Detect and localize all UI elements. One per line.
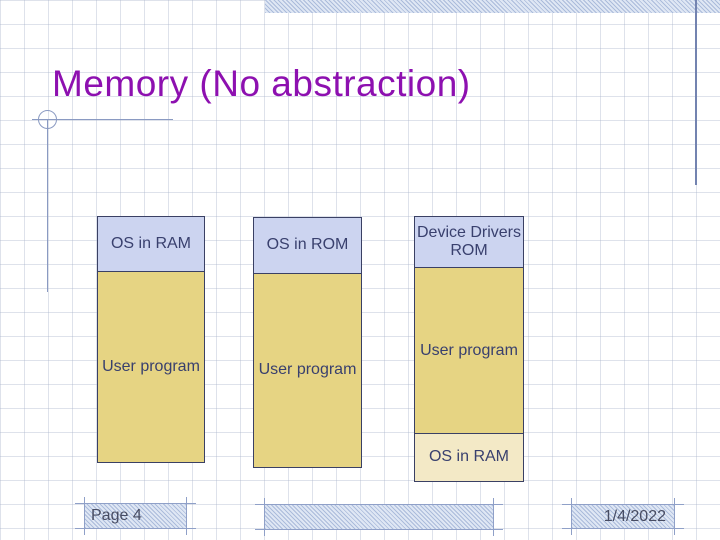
footer-middle-placeholder xyxy=(255,498,503,536)
corner-horizontal-line xyxy=(32,119,173,120)
memory-section-os: OS in ROM xyxy=(254,218,361,273)
corner-circle-icon xyxy=(38,110,57,129)
footer-date: 1/4/2022 xyxy=(562,498,684,535)
date-label: 1/4/2022 xyxy=(603,507,666,525)
footer-page-number: Page 4 xyxy=(75,497,196,535)
memory-section-os-in-ram: OS in RAM xyxy=(415,433,523,481)
top-accent-band xyxy=(265,0,720,13)
page-number-label: Page 4 xyxy=(91,507,142,524)
corner-vertical-line xyxy=(47,119,48,292)
memory-column-device-drivers: Device Drivers ROM User program OS in RA… xyxy=(414,216,524,482)
slide-title: Memory (No abstraction) xyxy=(52,63,471,104)
memory-section-user-program: User program xyxy=(415,267,523,433)
memory-section-os: OS in RAM xyxy=(98,217,204,271)
memory-column-os-in-rom: OS in ROM User program xyxy=(253,217,362,468)
memory-section-user-program: User program xyxy=(98,271,204,462)
right-accent-line xyxy=(695,0,697,185)
memory-section-device-drivers-rom: Device Drivers ROM xyxy=(415,217,523,267)
memory-column-os-in-ram: OS in RAM User program xyxy=(97,216,205,463)
memory-section-user-program: User program xyxy=(254,273,361,467)
